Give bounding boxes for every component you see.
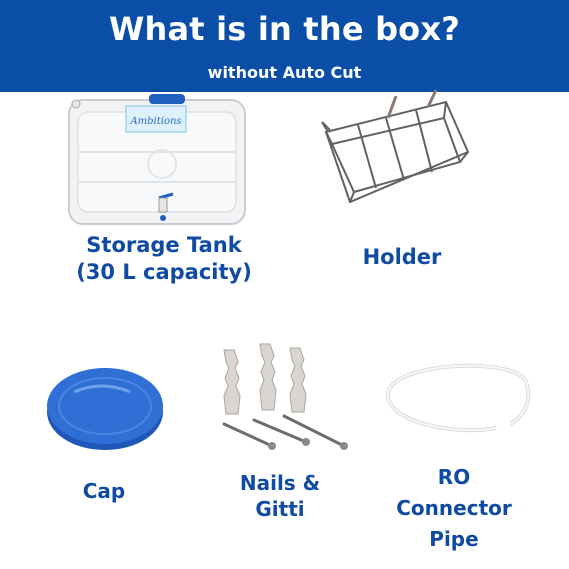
ro-pipe-label: RO Connector Pipe xyxy=(396,465,512,551)
storage-tank-label: Storage Tank (30 L capacity) xyxy=(76,233,252,285)
cap-image xyxy=(47,368,163,450)
cap-label: Cap xyxy=(82,479,126,503)
nails-image xyxy=(222,343,348,450)
ro-pipe-image xyxy=(385,363,531,433)
storage-tank-image: Ambitions xyxy=(68,94,246,225)
nails-label: Nails & Gitti xyxy=(239,471,321,521)
page-subtitle: without Auto Cut xyxy=(207,63,362,82)
holder-label: Holder xyxy=(362,245,442,269)
holder-image xyxy=(321,89,470,204)
brand-logo: Ambitions xyxy=(129,116,181,127)
page-title: What is in the box? xyxy=(109,10,460,48)
header-banner: What is in the box? without Auto Cut xyxy=(0,0,569,92)
